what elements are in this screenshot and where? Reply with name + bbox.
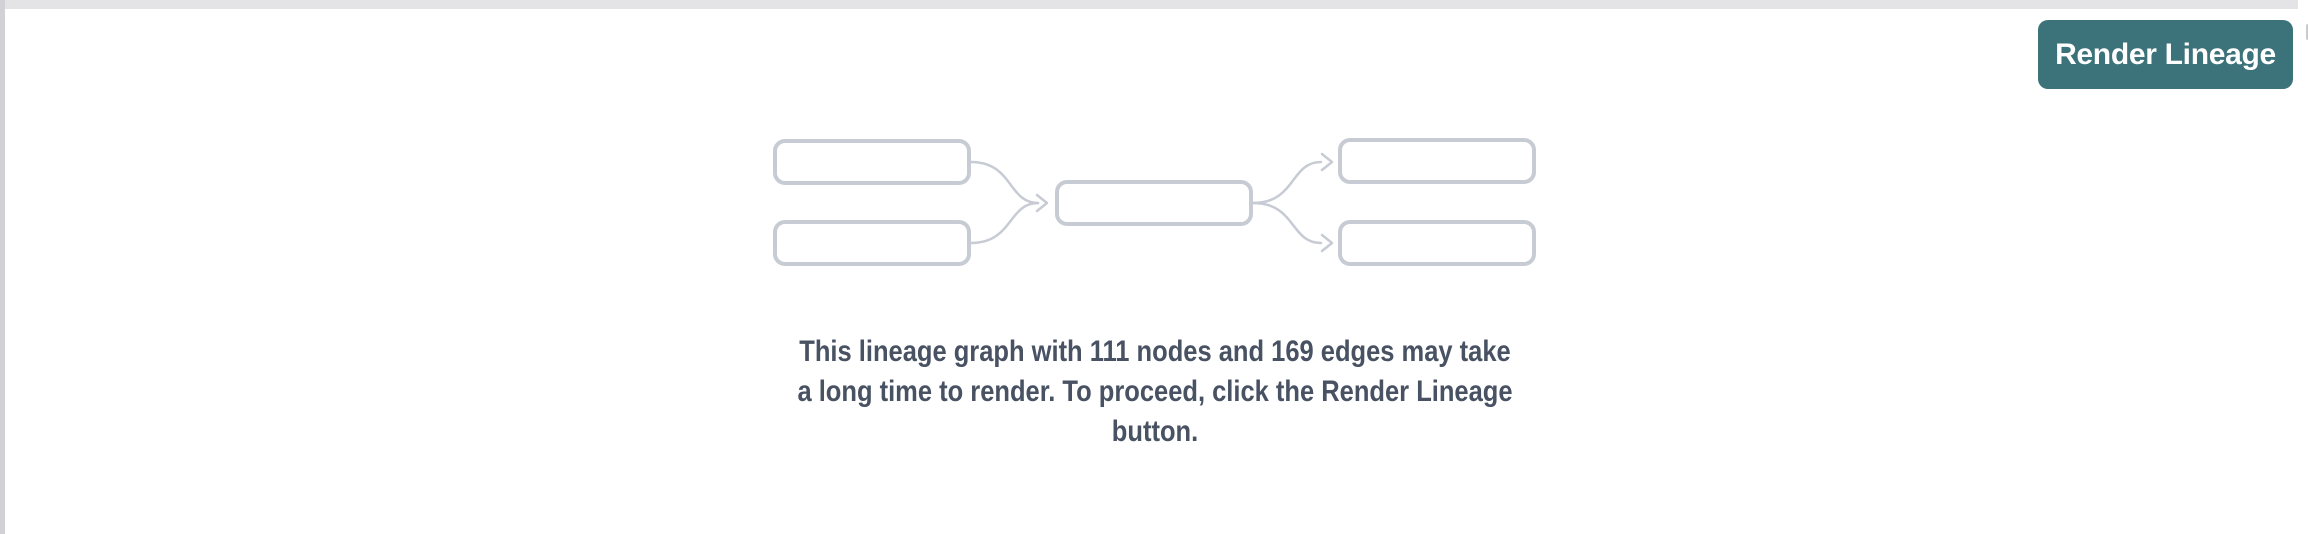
placeholder-edge	[1251, 201, 1323, 245]
arrowhead-icon	[1320, 152, 1334, 172]
arrowhead-icon	[1035, 193, 1049, 213]
placeholder-edge	[1251, 160, 1323, 205]
partial-right-edge-element	[2306, 24, 2308, 40]
placeholder-node	[1338, 220, 1536, 266]
left-panel-divider	[0, 0, 5, 534]
placeholder-edge	[969, 160, 1040, 205]
top-panel-divider	[5, 0, 2298, 9]
message-line: a long time to render. To proceed, click…	[797, 375, 1513, 408]
placeholder-node	[773, 139, 971, 185]
arrowhead-icon	[1320, 233, 1334, 253]
render-lineage-button[interactable]: Render Lineage	[2038, 20, 2293, 89]
placeholder-node	[773, 220, 971, 266]
render-warning-message: This lineage graph with 111 nodes and 16…	[797, 332, 1512, 452]
placeholder-edge	[969, 201, 1040, 245]
placeholder-node	[1338, 138, 1536, 184]
message-line: This lineage graph with 111 nodes and 16…	[799, 335, 1511, 368]
lineage-placeholder-graphic	[773, 138, 1536, 266]
message-line: button.	[1111, 415, 1199, 448]
placeholder-node	[1055, 180, 1253, 226]
